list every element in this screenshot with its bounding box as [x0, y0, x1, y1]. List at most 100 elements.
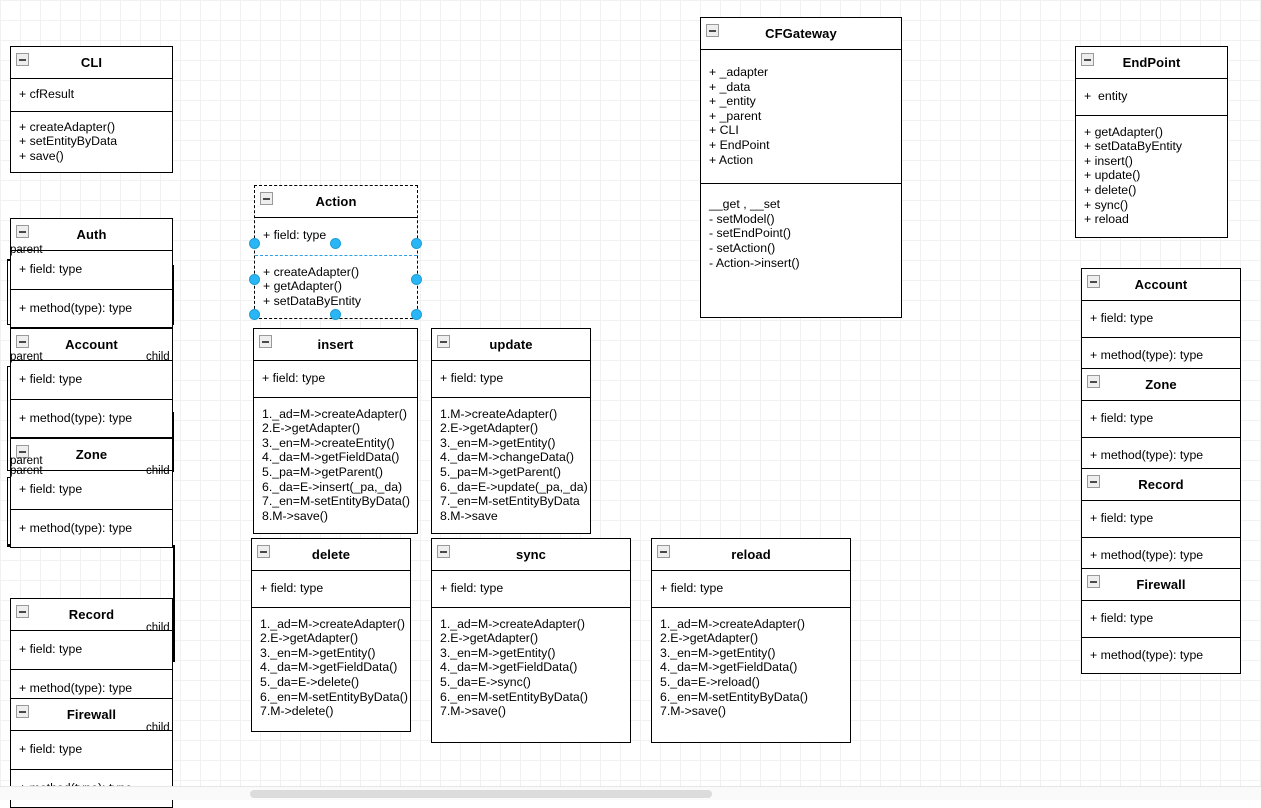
- class-header-reload[interactable]: reload: [652, 539, 850, 571]
- method-row: 2.E->getAdapter(): [440, 421, 539, 436]
- selection-handle-n[interactable]: [330, 238, 341, 249]
- class-box-record-right[interactable]: Record + field: type + method(type): typ…: [1081, 468, 1241, 575]
- class-box-zone-left[interactable]: Zone + field: type + method(type): type: [10, 438, 173, 549]
- class-box-zone-right[interactable]: Zone + field: type + method(type): type: [1081, 368, 1241, 475]
- class-title: delete: [311, 547, 351, 562]
- class-methods-account-left: + method(type): type: [11, 400, 172, 438]
- class-header-cfgateway[interactable]: CFGateway: [701, 18, 901, 50]
- class-header-account-left[interactable]: Account: [11, 329, 172, 361]
- class-header-action[interactable]: Action: [255, 186, 417, 218]
- method-row: 3._en=M->getEntity(): [660, 645, 776, 660]
- class-box-action[interactable]: Action + field: type + createAdapter() +…: [254, 185, 418, 320]
- minus-box-icon[interactable]: [257, 545, 270, 558]
- method-row: 8.M->save: [440, 508, 498, 523]
- class-header-cli[interactable]: CLI: [11, 47, 172, 79]
- method-row: + method(type): type: [19, 300, 133, 315]
- method-row: 5._da=E->sync(): [440, 674, 531, 689]
- minus-box-icon[interactable]: [16, 335, 29, 348]
- class-box-record-left[interactable]: Record + field: type + method(type): typ…: [10, 598, 173, 709]
- class-box-delete[interactable]: delete + field: type 1._ad=M->createAdap…: [251, 538, 411, 732]
- class-box-update[interactable]: update + field: type 1.M->createAdapter(…: [431, 328, 591, 535]
- method-row: + getAdapter(): [1084, 124, 1163, 139]
- method-row: 6._en=M-setEntityByData(): [440, 689, 588, 704]
- method-row: + createAdapter(): [19, 119, 116, 134]
- horizontal-scrollbar-thumb[interactable]: [250, 790, 712, 798]
- edge-label-account-parent: parent: [10, 351, 43, 363]
- minus-box-icon[interactable]: [437, 545, 450, 558]
- minus-box-icon[interactable]: [16, 445, 29, 458]
- class-header-record-left[interactable]: Record: [11, 599, 172, 631]
- class-header-insert[interactable]: insert: [254, 329, 417, 361]
- attribute-row: + field: type: [19, 372, 83, 386]
- minus-box-icon[interactable]: [706, 24, 719, 37]
- class-attributes-action: + field: type: [255, 218, 417, 256]
- minus-box-icon[interactable]: [1087, 575, 1100, 588]
- class-title: Account: [1134, 277, 1188, 292]
- class-attributes-firewall-left: + field: type: [11, 731, 172, 770]
- attribute-row: + CLI: [709, 123, 739, 138]
- connector-bus-vertical: [173, 545, 175, 661]
- class-attributes-zone-right: + field: type: [1082, 401, 1240, 438]
- method-row: + method(type): type: [1090, 647, 1204, 662]
- class-attributes-zone-left: + field: type: [11, 471, 172, 510]
- class-header-zone-right[interactable]: Zone: [1082, 369, 1240, 401]
- selection-handle-s[interactable]: [330, 309, 341, 320]
- minus-box-icon[interactable]: [1087, 475, 1100, 488]
- class-box-account-left[interactable]: Account + field: type + method(type): ty…: [10, 328, 173, 439]
- class-box-account-right[interactable]: Account + field: type + method(type): ty…: [1081, 268, 1241, 375]
- minus-box-icon[interactable]: [16, 605, 29, 618]
- attribute-row: + Action: [709, 152, 754, 167]
- minus-box-icon[interactable]: [1087, 275, 1100, 288]
- class-methods-account-right: + method(type): type: [1082, 338, 1240, 374]
- method-row: + method(type): type: [19, 410, 133, 425]
- class-header-delete[interactable]: delete: [252, 539, 410, 571]
- selection-handle-nw[interactable]: [249, 238, 260, 249]
- minus-box-icon[interactable]: [657, 545, 670, 558]
- class-header-firewall-right[interactable]: Firewall: [1082, 569, 1240, 601]
- horizontal-scrollbar-track[interactable]: [0, 786, 1261, 800]
- class-header-auth[interactable]: Auth: [11, 219, 172, 251]
- class-box-sync[interactable]: sync + field: type 1._ad=M->createAdapte…: [431, 538, 631, 743]
- method-row: 5._da=E->delete(): [260, 674, 360, 689]
- method-row: 3._en=M->getEntity(): [440, 645, 556, 660]
- selection-handle-ne[interactable]: [411, 238, 422, 249]
- class-header-zone-left[interactable]: Zone: [11, 439, 172, 471]
- class-header-firewall-left[interactable]: Firewall: [11, 699, 172, 731]
- minus-box-icon[interactable]: [16, 705, 29, 718]
- class-title: Action: [315, 194, 357, 209]
- class-header-account-right[interactable]: Account: [1082, 269, 1240, 301]
- minus-box-icon[interactable]: [437, 335, 450, 348]
- class-box-reload[interactable]: reload + field: type 1._ad=M->createAdap…: [651, 538, 851, 743]
- attribute-row: + _entity: [709, 94, 756, 109]
- class-box-cfgateway[interactable]: CFGateway + _adapter + _data + _entity +…: [700, 17, 902, 318]
- attribute-row: + field: type: [19, 742, 83, 756]
- class-header-update[interactable]: update: [432, 329, 590, 361]
- method-row: + save(): [19, 148, 64, 163]
- class-box-cli[interactable]: CLI + cfResult + createAdapter() + setEn…: [10, 46, 173, 174]
- minus-box-icon[interactable]: [16, 225, 29, 238]
- method-row: + reload: [1084, 212, 1129, 227]
- class-header-endpoint[interactable]: EndPoint: [1076, 47, 1227, 79]
- selection-handle-e[interactable]: [411, 274, 422, 285]
- class-attributes-record-right: + field: type: [1082, 501, 1240, 538]
- minus-box-icon[interactable]: [260, 192, 273, 205]
- class-box-firewall-right[interactable]: Firewall + field: type + method(type): t…: [1081, 568, 1241, 675]
- minus-box-icon[interactable]: [1081, 53, 1094, 66]
- edge-label-auth-parent: parent: [10, 244, 43, 256]
- selection-handle-sw[interactable]: [249, 309, 260, 320]
- minus-box-icon[interactable]: [259, 335, 272, 348]
- class-attributes-auth: + field: type: [11, 251, 172, 290]
- class-header-record-right[interactable]: Record: [1082, 469, 1240, 501]
- selection-handle-w[interactable]: [249, 274, 260, 285]
- class-box-endpoint[interactable]: EndPoint + entity + getAdapter() + setDa…: [1075, 46, 1228, 238]
- class-box-insert[interactable]: insert + field: type 1._ad=M->createAdap…: [253, 328, 418, 535]
- selection-handle-se[interactable]: [411, 309, 422, 320]
- class-box-auth[interactable]: Auth + field: type + method(type): type: [10, 218, 173, 329]
- attribute-row: + field: type: [263, 228, 327, 242]
- attribute-row: + field: type: [440, 581, 504, 595]
- minus-box-icon[interactable]: [16, 53, 29, 66]
- minus-box-icon[interactable]: [1087, 375, 1100, 388]
- class-title: CLI: [80, 55, 103, 70]
- class-header-sync[interactable]: sync: [432, 539, 630, 571]
